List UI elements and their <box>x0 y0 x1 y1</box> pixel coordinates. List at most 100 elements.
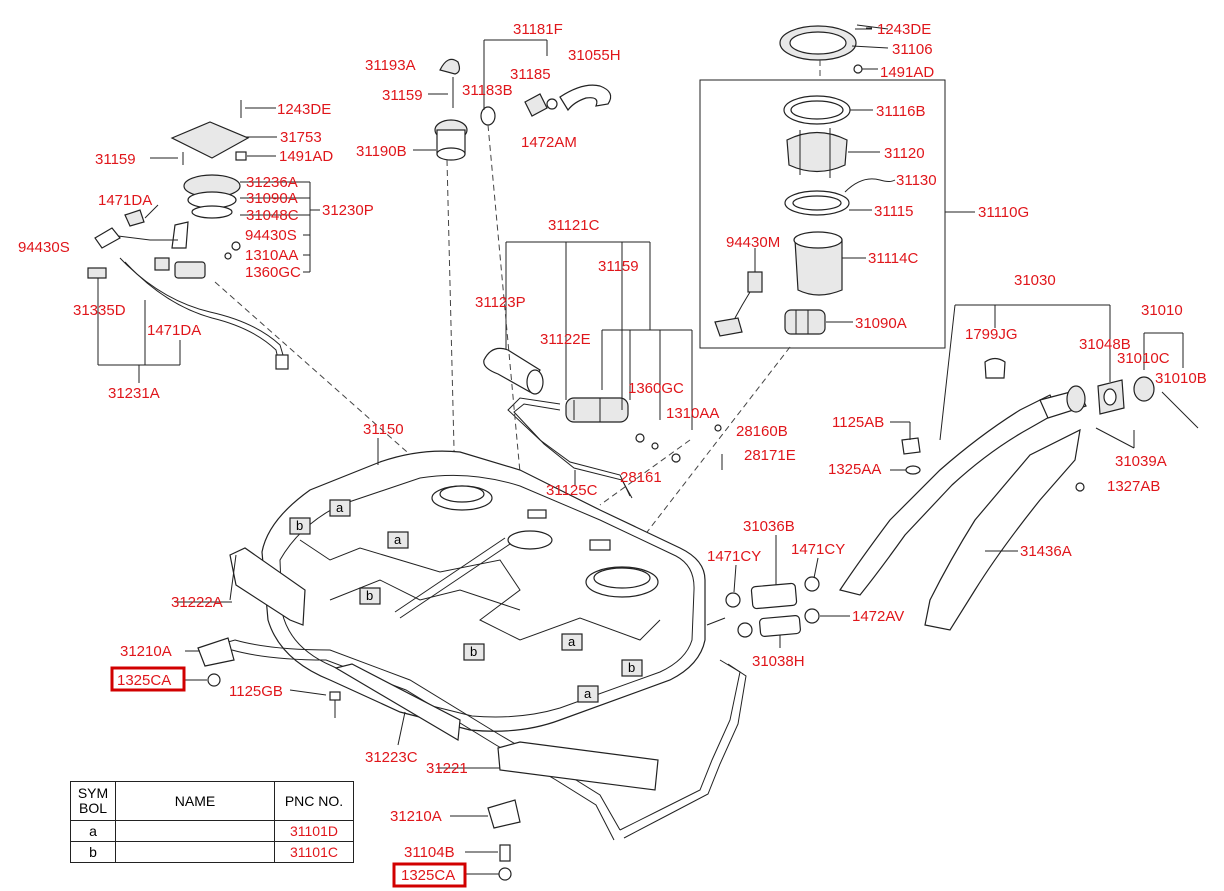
svg-text:a: a <box>394 532 402 547</box>
part-label: 31185 <box>510 66 551 83</box>
part-label: 31190B <box>356 143 407 160</box>
part-label: 31048B <box>1079 336 1131 353</box>
svg-text:a: a <box>584 686 592 701</box>
part-label: 31010C <box>1117 350 1170 367</box>
part-label: 1491AD <box>279 148 333 165</box>
symbol-marker-a: a <box>329 499 351 517</box>
part-label: 1325AA <box>828 461 881 478</box>
symbol-legend-table: SYM BOL NAME PNC NO. a 31101D b 31101C <box>70 781 354 863</box>
legend-symbol: b <box>70 841 116 863</box>
pump-module-box <box>699 79 946 349</box>
symbol-marker-b: b <box>289 517 311 535</box>
part-label: 1310AA <box>245 247 298 264</box>
part-label: 28161 <box>620 469 662 486</box>
part-label: 31222A <box>171 594 223 611</box>
pump-part <box>786 131 848 173</box>
part-label: 31123P <box>475 294 526 311</box>
part-label: 1325CA <box>401 867 455 884</box>
legend-header-row: SYM BOL NAME PNC NO. <box>70 781 354 821</box>
svg-text:b: b <box>628 660 635 675</box>
part-label: 1243DE <box>877 21 931 38</box>
part-label: 31130 <box>896 172 937 189</box>
part-label: 1491AD <box>880 64 934 81</box>
part-label: 31036B <box>743 518 795 535</box>
legend-pnc: 31101D <box>274 820 354 842</box>
part-label: 28160B <box>736 423 788 440</box>
part-label: 31121C <box>548 217 600 234</box>
legend-name <box>115 841 275 863</box>
part-label: 31039A <box>1115 453 1167 470</box>
legend-row: a 31101D <box>70 820 354 842</box>
symbol-marker-a: a <box>577 685 599 703</box>
part-label: 94430S <box>245 227 297 244</box>
svg-text:b: b <box>296 518 303 533</box>
part-label: 1472AM <box>521 134 577 151</box>
legend-pnc: 31101C <box>274 841 354 863</box>
part-label: 31090A <box>855 315 907 332</box>
svg-text:b: b <box>470 644 477 659</box>
part-label: 1243DE <box>277 101 331 118</box>
part-label: 31230P <box>322 202 374 219</box>
svg-text:a: a <box>336 500 344 515</box>
part-label: 31104B <box>404 844 455 861</box>
legend-header-sym: SYM BOL <box>70 781 116 821</box>
part-label: 31038H <box>752 653 805 670</box>
legend-name <box>115 820 275 842</box>
part-label: 31114C <box>868 250 918 267</box>
part-label: 94430M <box>726 234 780 251</box>
part-label: 31055H <box>568 47 621 64</box>
part-label: 31210A <box>120 643 172 660</box>
symbol-marker-b: b <box>359 587 381 605</box>
legend-row: b 31101C <box>70 841 354 863</box>
part-label: 1125GB <box>229 683 283 700</box>
part-label: 31150 <box>363 421 404 438</box>
part-label: 31210A <box>390 808 442 825</box>
part-label: 31753 <box>280 129 322 146</box>
part-label: 31436A <box>1020 543 1072 560</box>
part-label: 1125AB <box>832 414 884 431</box>
part-label: 31110G <box>978 204 1029 221</box>
part-label: 31181F <box>513 21 563 38</box>
part-label: 1360GC <box>245 264 301 281</box>
part-label: 31183B <box>462 82 513 99</box>
highlight-box <box>110 666 186 692</box>
symbol-marker-a: a <box>561 633 583 651</box>
part-label: 31335D <box>73 302 126 319</box>
symbol-marker-b: b <box>463 643 485 661</box>
part-label: 31221 <box>426 760 468 777</box>
part-label: 1327AB <box>1107 478 1160 495</box>
part-label: 31010B <box>1155 370 1207 387</box>
part-label: 1799JG <box>965 326 1018 343</box>
part-label: 31048C <box>246 207 299 224</box>
part-label: 31090A <box>246 190 298 207</box>
filler-neck-part <box>839 394 1059 596</box>
part-label: 31159 <box>598 258 639 275</box>
part-label: 31010 <box>1141 302 1183 319</box>
part-label: 31115 <box>874 203 914 220</box>
part-label: 31116B <box>876 103 926 120</box>
part-label: 31120 <box>884 145 925 162</box>
part-label: 31122E <box>540 331 591 348</box>
part-label: 1471DA <box>98 192 152 209</box>
part-label: 31236A <box>246 174 298 191</box>
part-label: 31159 <box>95 151 136 168</box>
svg-text:a: a <box>568 634 576 649</box>
svg-text:b: b <box>366 588 373 603</box>
part-label: 1471DA <box>147 322 201 339</box>
part-label: 1310AA <box>666 405 719 422</box>
part-label: 31193A <box>365 57 416 74</box>
part-label: 1471CY <box>791 541 845 558</box>
fuel-tank-part <box>261 450 706 732</box>
highlight-box <box>392 862 467 888</box>
part-label: 31030 <box>1014 272 1056 289</box>
part-label: 1325CA <box>117 672 171 689</box>
symbol-marker-b: b <box>621 659 643 677</box>
symbol-marker-a: a <box>387 531 409 549</box>
part-label: 1472AV <box>852 608 904 625</box>
part-label: 1471CY <box>707 548 761 565</box>
part-label: 31231A <box>108 385 160 402</box>
part-label: 94430S <box>18 239 70 256</box>
part-label: 31125C <box>546 482 598 499</box>
